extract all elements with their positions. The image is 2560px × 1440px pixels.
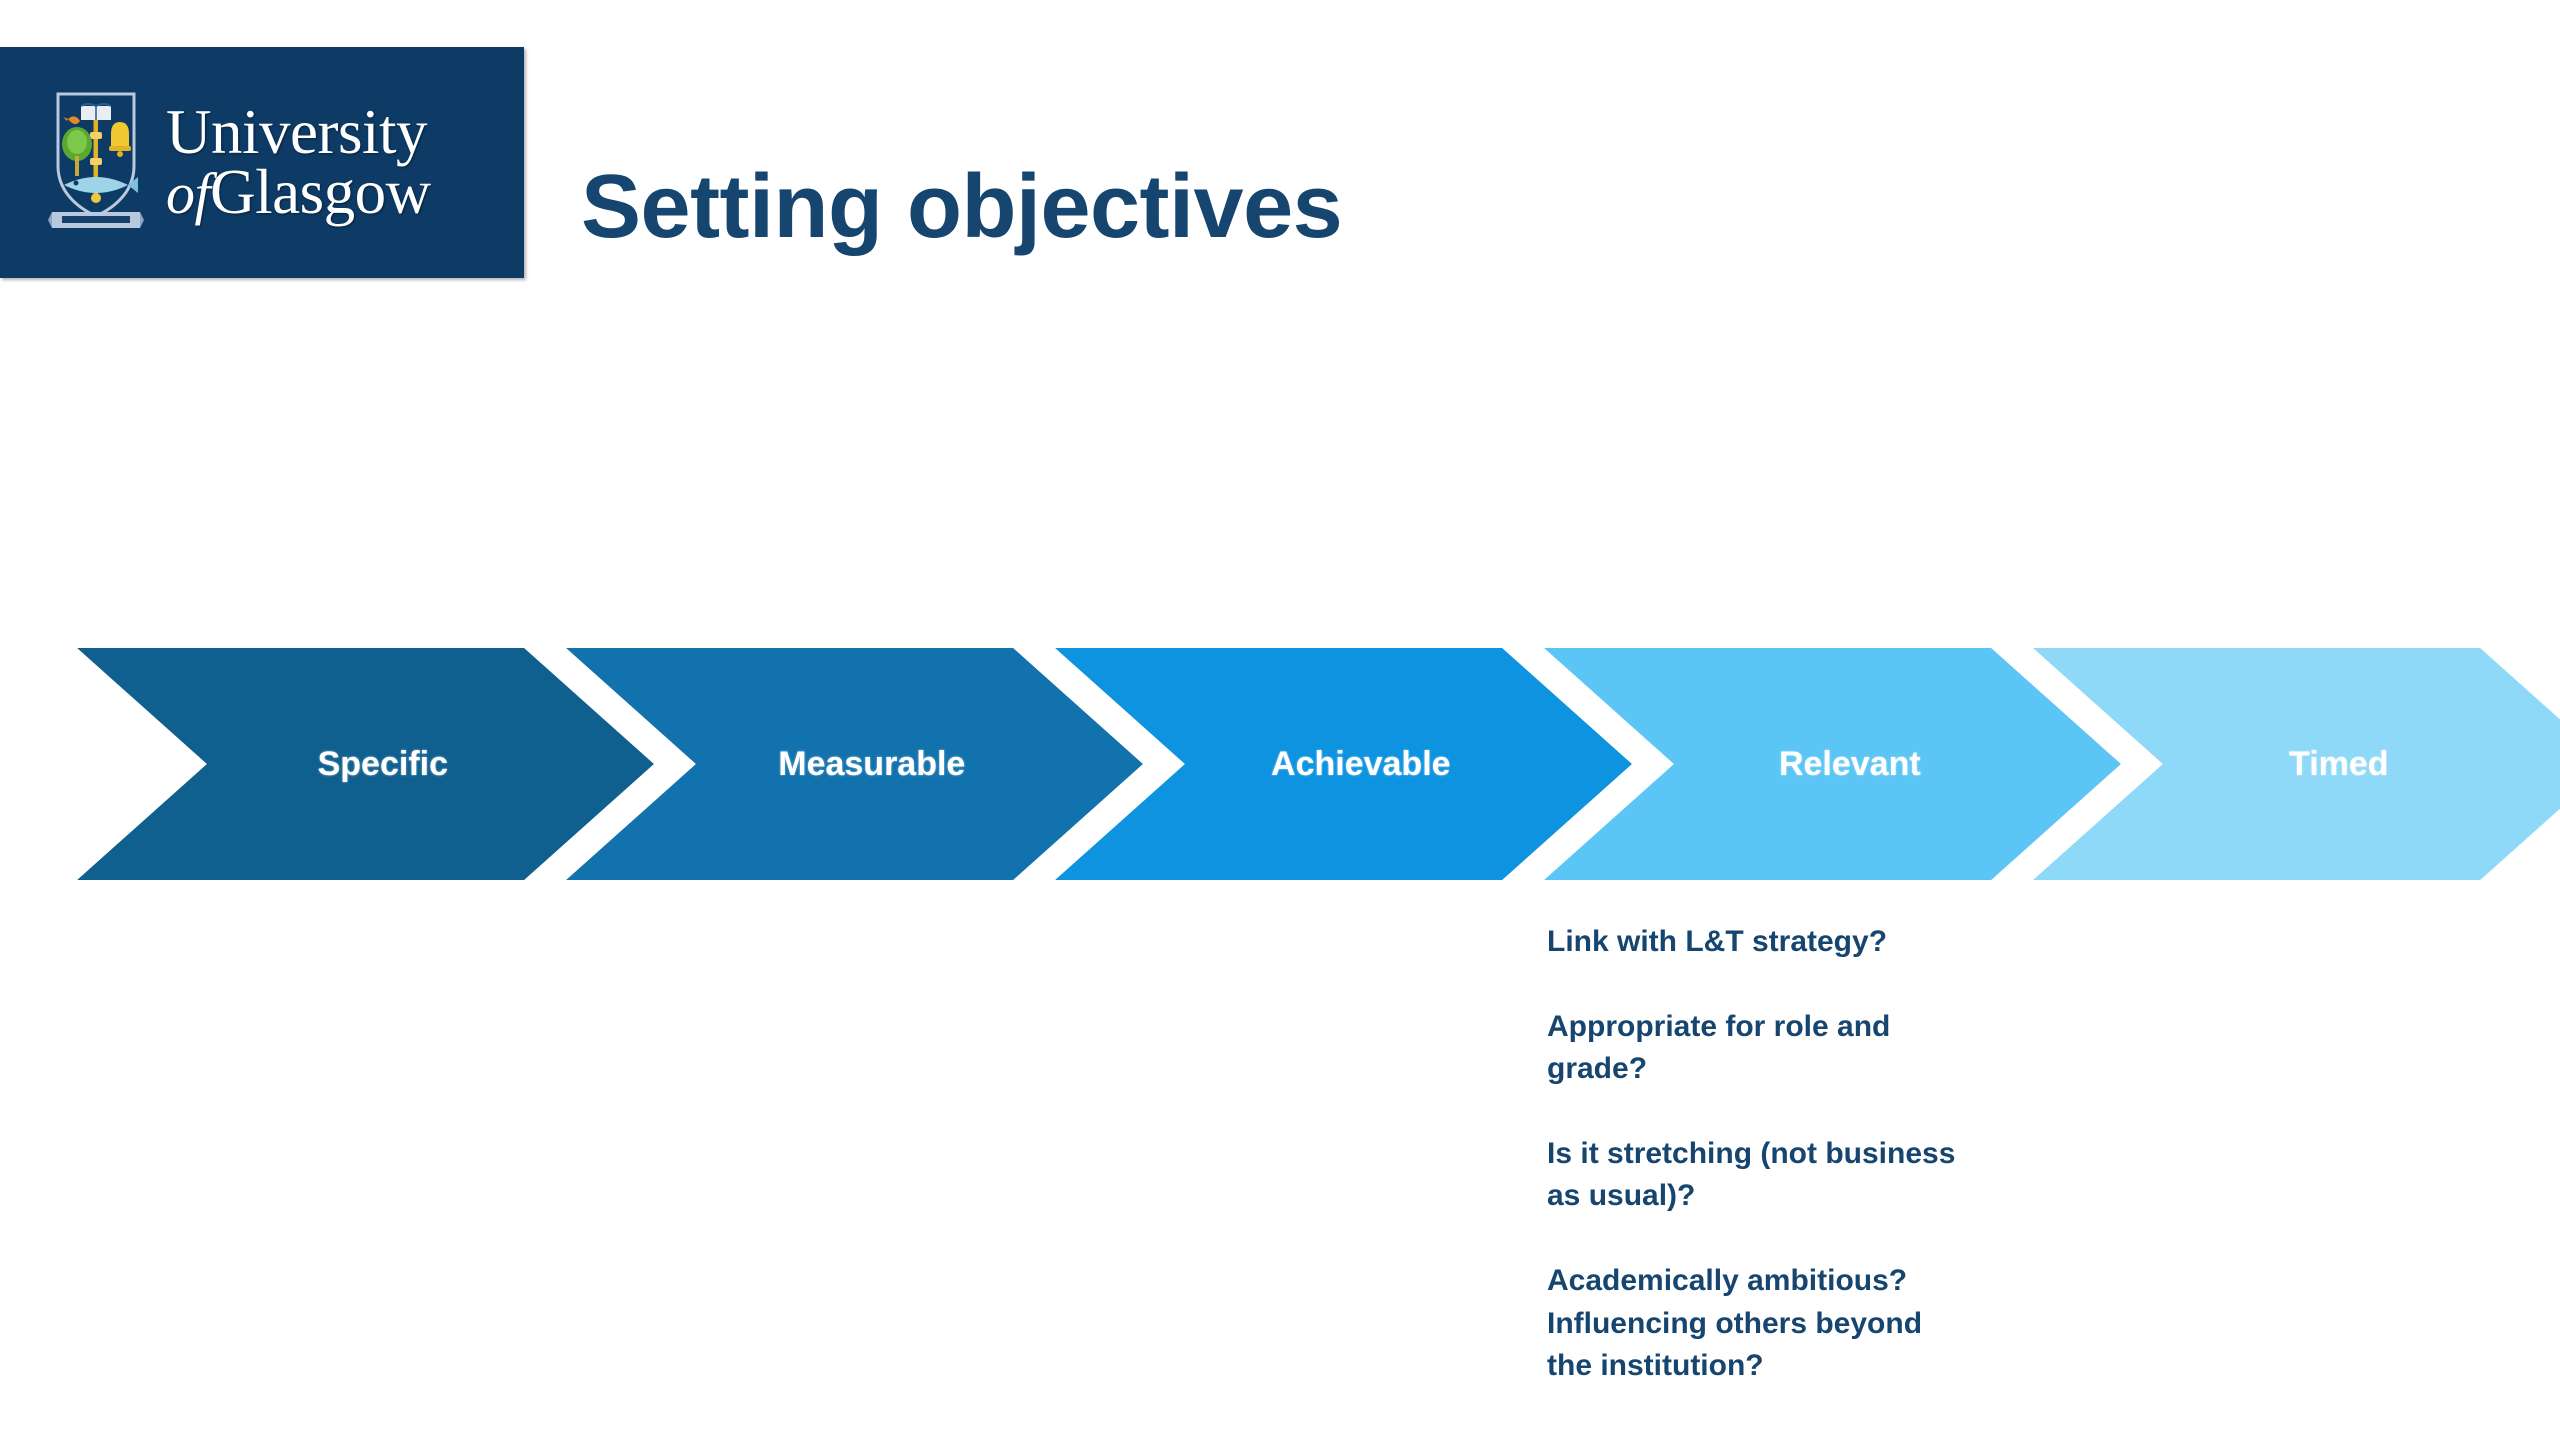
- relevant-notes-list: Link with L&T strategy? Appropriate for r…: [1547, 921, 1967, 1388]
- relevant-note-item: Link with L&T strategy?: [1547, 925, 1888, 958]
- page-title: Setting objectives: [581, 157, 1343, 258]
- relevant-note-item: Academically ambitious? Influencing othe…: [1547, 1263, 1923, 1383]
- wordmark-of: of: [166, 160, 211, 226]
- chevron-label: Relevant: [1778, 744, 1921, 783]
- relevant-note-item: Appropriate for role and grade?: [1547, 1009, 1891, 1086]
- university-wordmark: University ofGlasgow: [166, 97, 431, 223]
- wordmark-line-university: University: [166, 97, 427, 168]
- chevron-label: Specific: [317, 744, 448, 783]
- wordmark-line-glasgow: ofGlasgow: [166, 160, 431, 223]
- chevron-label: Achievable: [1271, 744, 1451, 783]
- chevron-step-specific: Specific: [77, 648, 654, 880]
- wordmark-glasgow: Glasgow: [210, 156, 431, 227]
- chevron-label: Measurable: [778, 744, 966, 783]
- university-logo-block: University ofGlasgow: [0, 47, 524, 278]
- university-crest-icon: [48, 92, 144, 228]
- relevant-note-item: Is it stretching (not business as usual)…: [1547, 1136, 1956, 1213]
- chevron-label: Timed: [2289, 744, 2389, 783]
- smart-objectives-chevron-row: Specific Measurable Achievable Relevant Time…: [0, 648, 2560, 884]
